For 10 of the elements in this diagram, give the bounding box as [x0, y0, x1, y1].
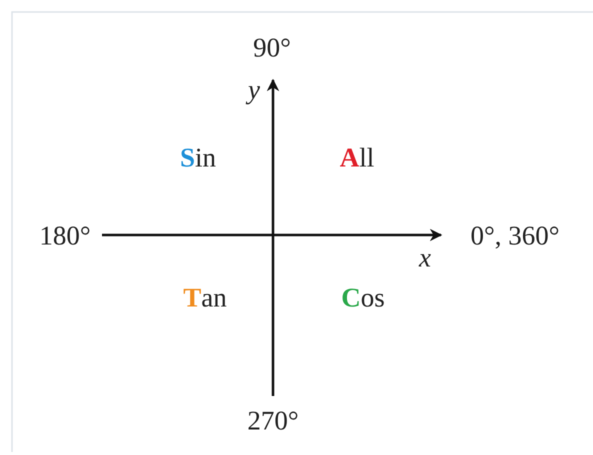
angle-label: 0°, 360° — [470, 222, 560, 250]
quadrant-label: Tan — [183, 284, 227, 312]
angle-label: 90° — [253, 34, 291, 62]
angle-label: 180° — [39, 222, 91, 250]
quadrant-label: Sin — [180, 144, 216, 172]
quadrant-label: Cos — [341, 284, 385, 312]
axis-label: x — [419, 244, 431, 272]
angle-label: 270° — [247, 408, 299, 434]
quadrant-label: All — [340, 144, 374, 172]
axis-label: y — [248, 76, 260, 104]
